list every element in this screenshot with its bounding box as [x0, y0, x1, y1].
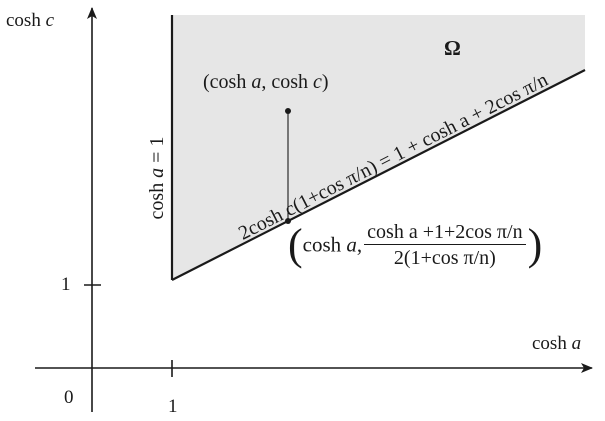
y-axis-label-var: c [45, 10, 55, 31]
upper-point-var-c: c [313, 71, 322, 93]
projected-close-paren: ) [527, 220, 543, 269]
upper-point-open: (cosh [203, 71, 252, 93]
upper-point-var-a: a [251, 71, 262, 93]
x-axis-label: cosh a [532, 334, 581, 353]
projected-prefix-var: a [346, 232, 357, 257]
x-axis-label-func: cosh [532, 333, 567, 354]
projected-prefix-comma: , [356, 232, 363, 257]
omega-region [172, 15, 585, 280]
upper-point-mid: , cosh [261, 71, 313, 93]
upper-point-label: (cosh a, cosh c) [203, 72, 329, 92]
projected-open-paren: ( [288, 220, 303, 269]
projected-numerator: cosh a +1+2cos π/n [364, 222, 526, 245]
projected-prefix-func: cosh [302, 232, 347, 257]
upper-point-close: ) [321, 71, 329, 93]
y-axis-label: cosh c [6, 11, 54, 30]
upper-point [285, 108, 291, 114]
x-tick-label: 1 [168, 396, 178, 417]
omega-label: Ω [444, 36, 461, 60]
y-tick-label: 1 [61, 274, 71, 295]
projected-point [285, 218, 291, 224]
origin-label: 0 [64, 387, 74, 408]
x-axis-label-var: a [571, 333, 582, 354]
projected-denominator: 2(1+cos π/n) [393, 247, 496, 269]
y-axis-label-func: cosh [6, 10, 41, 31]
diagonal-boundary-line [171, 69, 586, 281]
vertical-boundary-label: cosh a = 1 [146, 137, 168, 220]
